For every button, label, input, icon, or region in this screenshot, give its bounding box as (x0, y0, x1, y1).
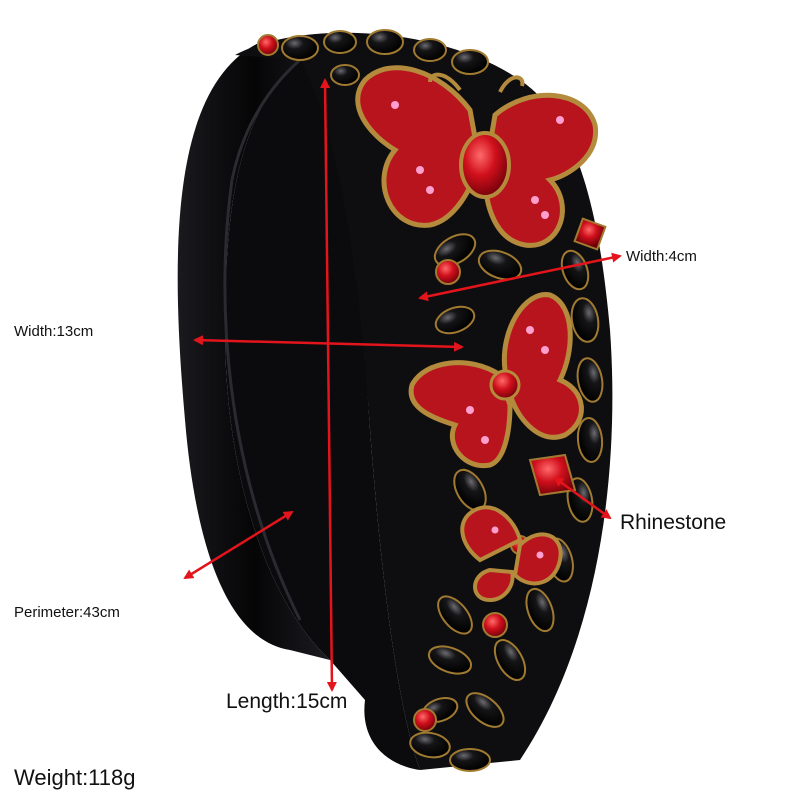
width-span-arrow (193, 335, 464, 352)
width-span-label: Width:13cm (14, 323, 94, 340)
butterfly-middle (408, 292, 584, 469)
rhinestone-label: Rhinestone (620, 511, 727, 534)
measurement-arrows (183, 78, 622, 692)
headband-velvet-outer (177, 40, 330, 660)
perimeter-label: Perimeter:43cm (14, 604, 120, 621)
length-arrow (320, 78, 337, 692)
width-top-arrow (418, 252, 622, 302)
length-label: Length:15cm (226, 690, 348, 713)
width-top-label: Width:4cm (626, 248, 697, 265)
rhinestone-pointer-arrow (553, 476, 612, 520)
perimeter-arrow (183, 510, 294, 580)
butterfly-large (355, 65, 598, 248)
weight-label: Weight:118g (14, 765, 136, 790)
butterfly-small (460, 505, 563, 603)
